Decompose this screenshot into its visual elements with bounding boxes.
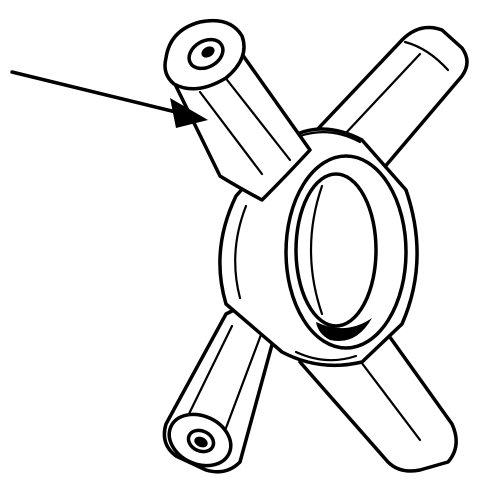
lower-left-arm-end-cap [167, 412, 233, 468]
pointer-arrow [10, 70, 208, 128]
center-bore [284, 154, 408, 350]
upper-left-arm-end-cap [163, 18, 246, 91]
